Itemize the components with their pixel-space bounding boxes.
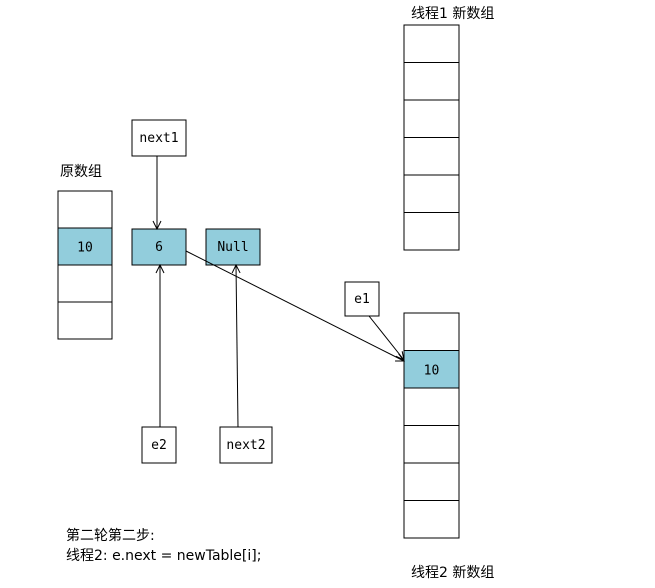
original-array: 10	[57, 190, 113, 340]
original-array-cell-1	[57, 227, 113, 266]
pointer-e2: e2	[141, 426, 177, 464]
arrow-node-6-next-to-thread2-cell	[185, 250, 404, 361]
thread2-array-cell-3	[403, 425, 460, 464]
original-array-cell-3	[57, 301, 113, 340]
thread2-array-cell-4	[403, 462, 460, 501]
thread2-array-cell-0	[403, 312, 460, 351]
thread1-array-label: 线程1 新数组	[411, 6, 494, 22]
thread2-new-array: 10	[403, 312, 460, 539]
pointer-next2: next2	[219, 426, 273, 464]
thread1-array-cell-2	[403, 99, 460, 138]
caption-line-2: 线程2: e.next = newTable[i];	[66, 548, 261, 564]
node-null: Null	[205, 228, 261, 266]
thread1-array-cell-1	[403, 62, 460, 101]
pointer-next2-box	[219, 426, 273, 464]
arrow-next2-to-node-null	[236, 265, 238, 428]
pointer-e1-box	[344, 281, 380, 317]
thread2-array-label: 线程2 新数组	[411, 565, 494, 581]
pointer-next1-label: next1	[139, 131, 178, 146]
thread1-new-array	[403, 24, 460, 251]
original-array-cell-0	[57, 190, 113, 229]
node-6: 6	[131, 228, 187, 266]
pointer-e1: e1	[344, 281, 380, 317]
pointer-next1: next1	[131, 119, 187, 157]
thread1-array-cell-5	[403, 212, 460, 251]
thread1-array-cell-3	[403, 137, 460, 176]
thread2-array-cell-2	[403, 387, 460, 426]
pointer-e1-label: e1	[354, 292, 370, 307]
pointer-next1-box	[131, 119, 187, 157]
thread1-array-cell-0	[403, 24, 460, 63]
node-null-box	[205, 228, 261, 266]
thread2-array-cell-5	[403, 500, 460, 539]
pointer-next2-label: next2	[226, 438, 265, 453]
pointer-e2-box	[141, 426, 177, 464]
thread2-array-cell-1-value: 10	[424, 363, 440, 378]
node-null-value: Null	[217, 240, 248, 255]
thread2-array-cell-1	[403, 350, 460, 389]
original-array-cell-2	[57, 264, 113, 303]
caption-line-1: 第二轮第二步:	[66, 527, 155, 544]
original-array-label: 原数组	[60, 164, 102, 180]
pointer-e2-label: e2	[151, 438, 167, 453]
original-array-cell-1-value: 10	[77, 241, 93, 256]
thread1-array-cell-4	[403, 174, 460, 213]
node-6-value: 6	[155, 240, 163, 255]
arrow-e1-to-thread2-cell	[368, 315, 404, 360]
